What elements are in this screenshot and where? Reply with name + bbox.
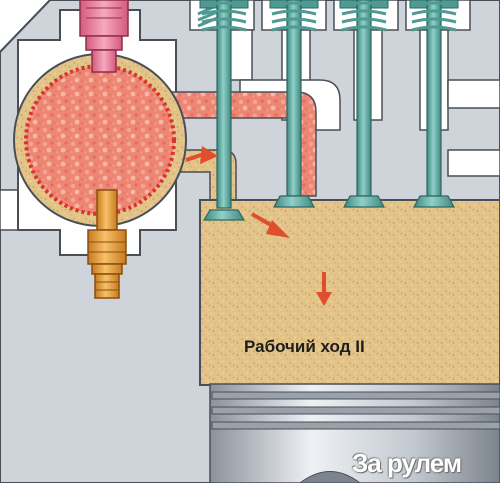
flow-arrow-chamber-exit <box>185 146 218 164</box>
injector <box>79 0 129 73</box>
flow-arrow-into-cylinder <box>250 212 290 238</box>
publisher-watermark: За рулем <box>352 448 462 478</box>
cylinder-charge <box>199 199 500 386</box>
spark-plug <box>87 189 127 299</box>
flow-arrow-downward <box>316 272 332 306</box>
piston <box>209 383 500 483</box>
valve-springs <box>201 1 457 32</box>
stroke-label: Рабочий ход II <box>244 337 365 356</box>
